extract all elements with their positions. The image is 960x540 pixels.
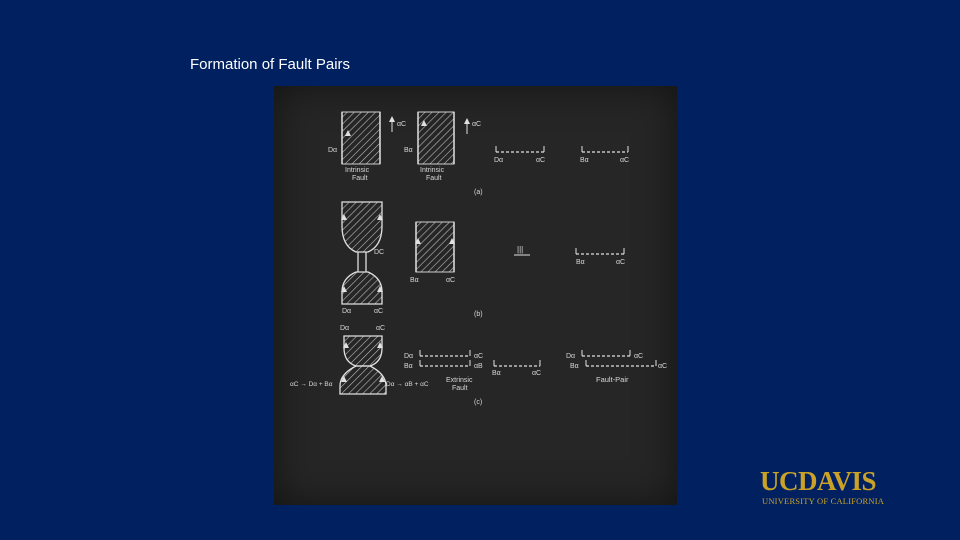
a-left-fault-1: Intrinsic <box>345 167 370 174</box>
a-right-fault-1: Intrinsic <box>420 167 445 174</box>
arrow-up-icon <box>377 214 383 220</box>
c-ext-fault-2: Fault <box>452 385 468 392</box>
b-upper-lobe <box>341 201 383 253</box>
panel-c-caption: (c) <box>474 399 482 406</box>
panel-a-caption: (a) <box>474 189 483 196</box>
arrow-up-icon <box>341 376 347 382</box>
c-eq-right: Dα → αB + αC <box>386 381 429 388</box>
c-top-left: Dα <box>340 325 349 332</box>
a-seg1-right: αC <box>536 157 545 164</box>
panel-b-caption: (b) <box>474 311 483 318</box>
a-left-fault-2: Fault <box>352 175 368 182</box>
b-mid-fault <box>415 221 455 273</box>
c-mid-seg-right: αC <box>532 370 541 377</box>
c-lower-lobe <box>339 365 387 395</box>
c-upper-lobe <box>343 335 383 367</box>
c-row2-right: αB <box>474 363 483 370</box>
c-row1-right: αC <box>474 353 483 360</box>
panel-b: DC Dα αC Bα αC ||| Bα αC (b) <box>341 201 625 318</box>
a-seg2-left: Bα <box>580 157 589 164</box>
arrow-up-icon <box>341 214 347 220</box>
b-bottom-right: αC <box>374 308 383 315</box>
a-seg1-left: Dα <box>494 157 503 164</box>
c-fp-row1-right: αC <box>634 353 643 360</box>
c-fp-row1-left: Dα <box>566 353 575 360</box>
ucdavis-logo: UCDAVIS UNIVERSITY OF CALIFORNIA <box>760 466 896 508</box>
arrow-up-icon <box>415 238 421 244</box>
logo-subtitle: UNIVERSITY OF CALIFORNIA <box>762 496 885 506</box>
c-top-right: αC <box>376 325 385 332</box>
a-seg2-right: αC <box>620 157 629 164</box>
b-seg-right: αC <box>616 259 625 266</box>
fault-diagram: αC Dα Intrinsic Fault αC Bα Intrinsic Fa… <box>290 111 667 406</box>
b-seg-left: Bα <box>576 259 585 266</box>
c-row1-left: Dα <box>404 353 413 360</box>
c-eq-left: αC → Dα + Bα <box>290 381 333 388</box>
a-left-label-side: Dα <box>328 147 337 154</box>
arrow-up-icon <box>345 130 351 136</box>
c-mid-seg-left: Bα <box>492 370 501 377</box>
a-right-label-side: Bα <box>404 147 413 154</box>
arrow-up-icon <box>449 238 455 244</box>
arrow-up-icon <box>464 118 470 124</box>
b-neck-label: DC <box>374 249 384 256</box>
c-ext-fault-1: Extrinsic <box>446 377 473 384</box>
panel-c: Dα αC αC → Dα + Bα Dα → αB + αC Dα αC Bα… <box>290 325 667 406</box>
a-right-fault-2: Fault <box>426 175 442 182</box>
arrow-up-icon <box>421 120 427 126</box>
b-marker: ||| <box>517 245 523 254</box>
slide-title: Formation of Fault Pairs <box>190 56 351 73</box>
arrow-up-icon <box>343 342 349 348</box>
panel-a: αC Dα Intrinsic Fault αC Bα Intrinsic Fa… <box>328 111 629 196</box>
b-bottom-left: Dα <box>342 308 351 315</box>
b-lower-lobe <box>341 271 383 305</box>
arrow-up-icon <box>379 376 385 382</box>
arrow-up-icon <box>377 342 383 348</box>
b-mid-right: αC <box>446 277 455 284</box>
fault-pair-figure: αC Dα Intrinsic Fault αC Bα Intrinsic Fa… <box>274 86 677 505</box>
intrinsic-fault-left <box>341 111 381 165</box>
a-right-label-top: αC <box>472 121 481 128</box>
arrow-up-icon <box>377 286 383 292</box>
c-fp-row2-right: αC <box>658 363 667 370</box>
arrow-up-icon <box>341 286 347 292</box>
logo-wordmark: UCDAVIS <box>760 466 877 496</box>
a-left-label-top: αC <box>397 121 406 128</box>
intrinsic-fault-right <box>417 111 455 165</box>
b-mid-left: Bα <box>410 277 419 284</box>
c-fault-pair: Fault-Pair <box>596 375 629 384</box>
c-row2-left: Bα <box>404 363 413 370</box>
c-fp-row2-left: Bα <box>570 363 579 370</box>
arrow-up-icon <box>389 116 395 122</box>
